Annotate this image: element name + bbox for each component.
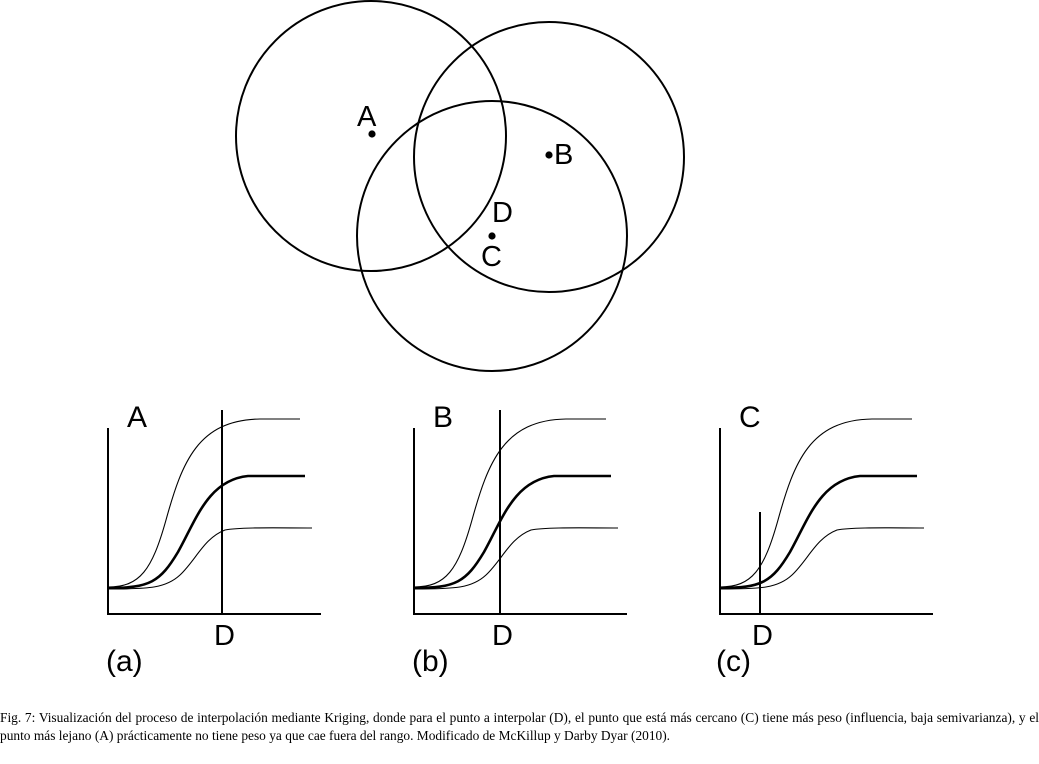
panel-c-sublabel: (c) [716, 645, 751, 678]
figure-caption: Fig. 7: Visualización del proceso de int… [0, 710, 1039, 743]
panel-a: A D (a) [106, 401, 321, 678]
point-c-dot [488, 232, 496, 240]
panel-c-lower-curve [719, 527, 925, 590]
panel-c-middle-curve [719, 474, 917, 590]
point-b-label: B [554, 139, 573, 171]
panel-a-letter: A [127, 401, 147, 434]
range-circle-a [235, 0, 507, 272]
panel-a-d-label: D [214, 620, 235, 652]
panel-c: C D (c) [716, 401, 933, 678]
point-b-dot [545, 151, 553, 159]
panel-c-axes [719, 428, 933, 615]
point-d-label: D [492, 197, 513, 229]
range-circle-b [413, 21, 685, 293]
panel-b-upper-curve [413, 418, 606, 588]
panel-a-middle-curve [107, 474, 305, 590]
range-circles [235, 0, 685, 372]
panel-c-letter: C [739, 401, 761, 434]
panel-a-upper-curve [107, 418, 300, 588]
panel-b-axes [413, 428, 627, 615]
point-a-dot [368, 130, 376, 138]
range-circle-c [356, 100, 628, 372]
point-a-label: A [357, 101, 377, 133]
panel-b: B D (b) [412, 401, 627, 678]
panel-c-upper-curve [719, 418, 912, 588]
panel-b-letter: B [433, 401, 453, 434]
kriging-diagram: A B C D A D (a) B D (b) C D (c) [106, 0, 933, 678]
panel-b-d-label: D [492, 620, 513, 652]
panel-b-middle-curve [413, 474, 611, 590]
sample-points: A B C D [357, 101, 573, 273]
panel-b-lower-curve [413, 527, 619, 590]
panel-a-lower-curve [107, 527, 313, 590]
point-c-label: C [481, 241, 502, 273]
panel-a-sublabel: (a) [106, 645, 143, 678]
panel-c-d-label: D [752, 620, 773, 652]
panel-b-sublabel: (b) [412, 645, 449, 678]
panel-a-axes [107, 428, 321, 615]
